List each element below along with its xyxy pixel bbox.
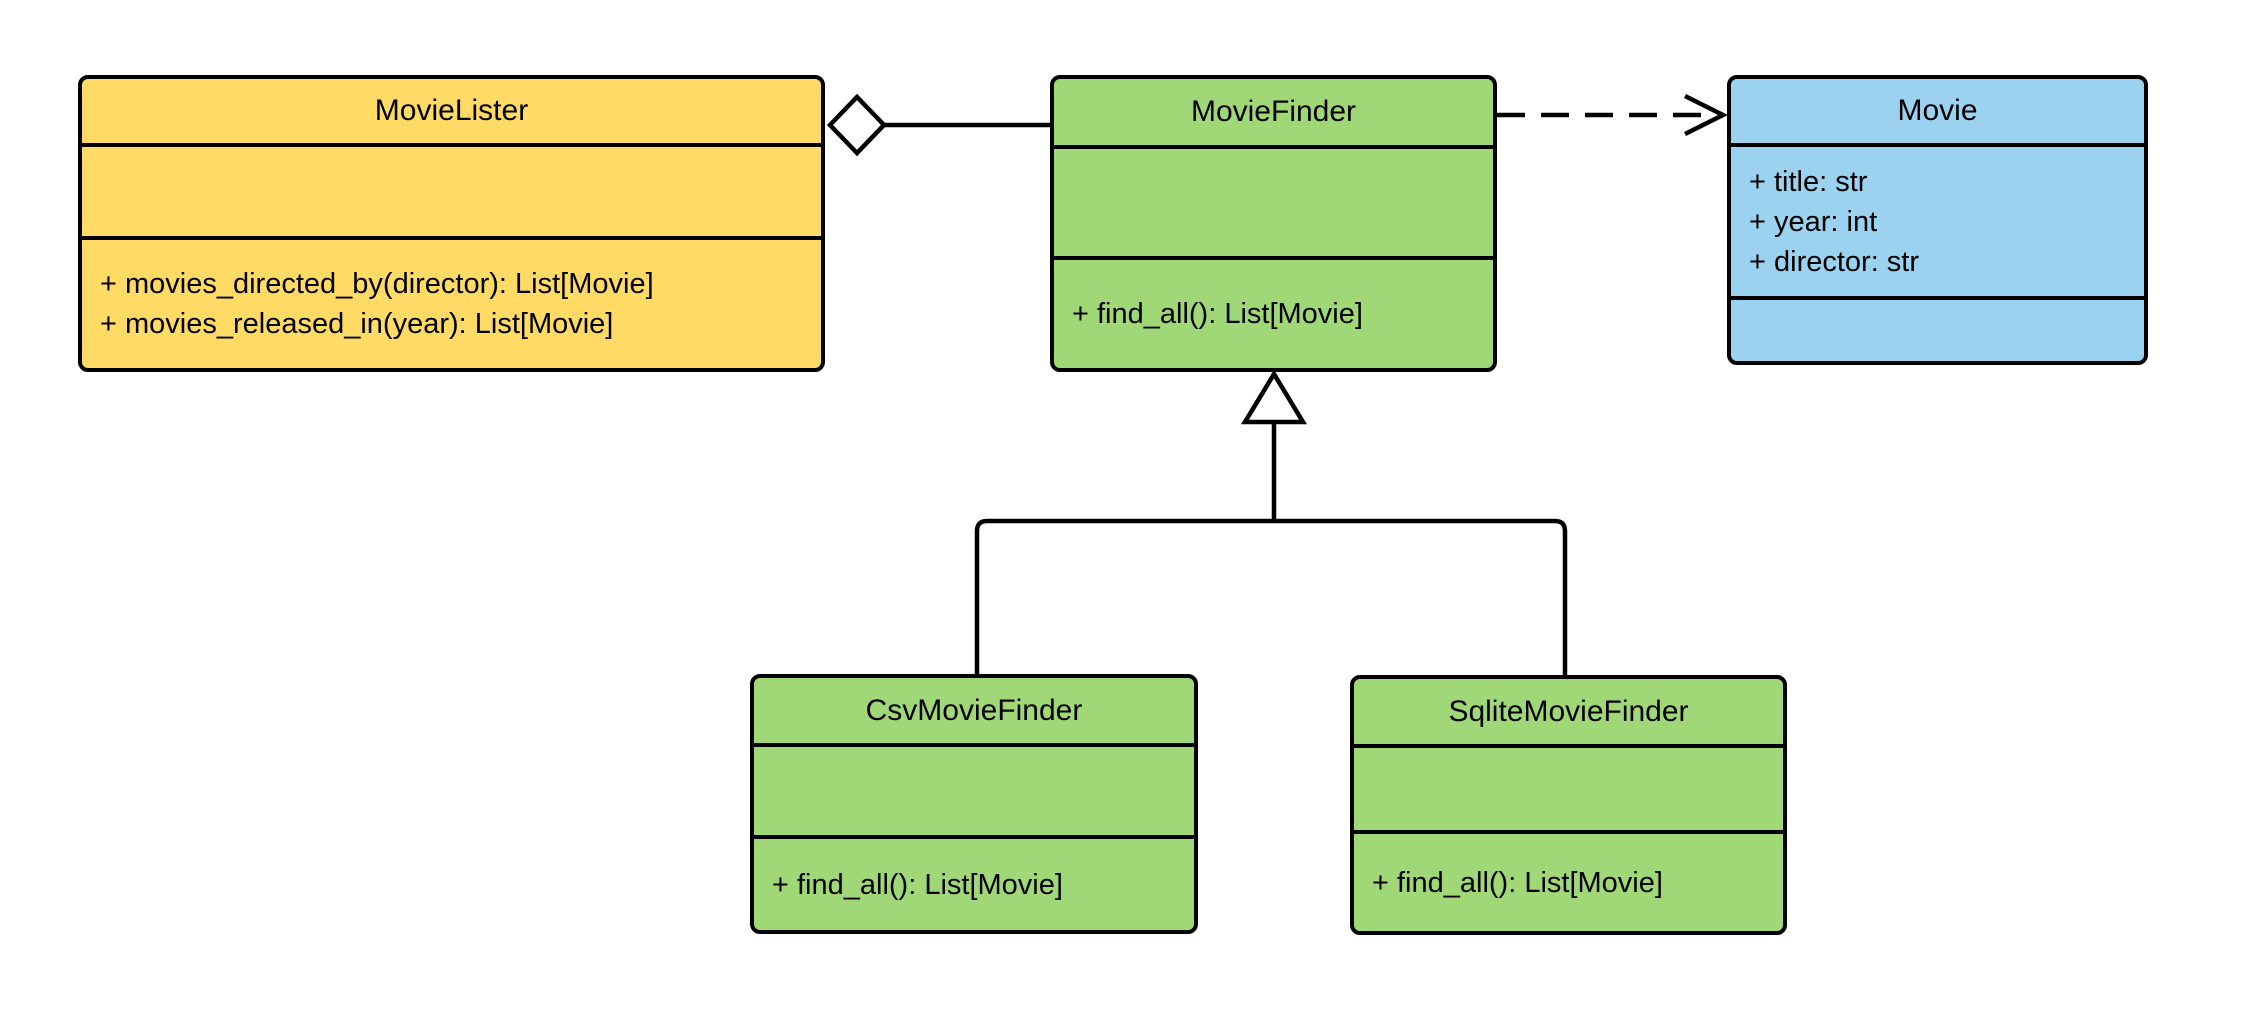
class-movie[interactable]: Movie + title: str + year: int + directo… [1727,75,2148,365]
method-row: + find_all(): List[Movie] [1372,866,1663,899]
methods-compartment: + movies_directed_by(director): List[Mov… [82,236,821,368]
class-movielister[interactable]: MovieLister + movies_directed_by(directo… [78,75,825,372]
dependency-connector [1497,93,1729,137]
class-sqlitemoviefinder[interactable]: SqliteMovieFinder + find_all(): List[Mov… [1350,675,1787,935]
dependency-arrowhead-icon [1683,93,1729,137]
attribute-row: + title: str [1749,165,1868,198]
attribute-row: + year: int [1749,205,1878,238]
attributes-compartment [754,743,1194,835]
attributes-compartment [1054,145,1493,256]
methods-compartment [1731,296,2144,361]
inheritance-connector [974,369,1568,681]
method-row: + find_all(): List[Movie] [1072,298,1363,330]
attributes-compartment [1354,744,1783,830]
attributes-compartment: + title: str + year: int + director: str [1731,143,2144,296]
class-title: MovieFinder [1190,95,1357,128]
method-row: + movies_released_in(year): List[Movie] [100,308,614,340]
inheritance-triangle-icon [1241,369,1307,425]
aggregation-diamond-icon [826,93,888,157]
inheritance-branch-line [974,518,1568,681]
attributes-compartment [82,143,821,236]
class-title: SqliteMovieFinder [1448,694,1689,728]
method-row: + find_all(): List[Movie] [772,868,1063,901]
method-row: + movies_directed_by(director): List[Mov… [100,268,654,300]
aggregation-connector [826,93,1054,157]
class-title: Movie [1897,94,1978,127]
methods-compartment: + find_all(): List[Movie] [754,835,1194,930]
attribute-row: + director: str [1749,245,1920,278]
class-csvmoviefinder[interactable]: CsvMovieFinder + find_all(): List[Movie] [750,674,1198,934]
class-moviefinder[interactable]: MovieFinder + find_all(): List[Movie] [1050,75,1497,372]
class-title: CsvMovieFinder [865,693,1083,727]
class-title: MovieLister [374,94,529,127]
methods-compartment: + find_all(): List[Movie] [1354,830,1783,931]
methods-compartment: + find_all(): List[Movie] [1054,256,1493,368]
